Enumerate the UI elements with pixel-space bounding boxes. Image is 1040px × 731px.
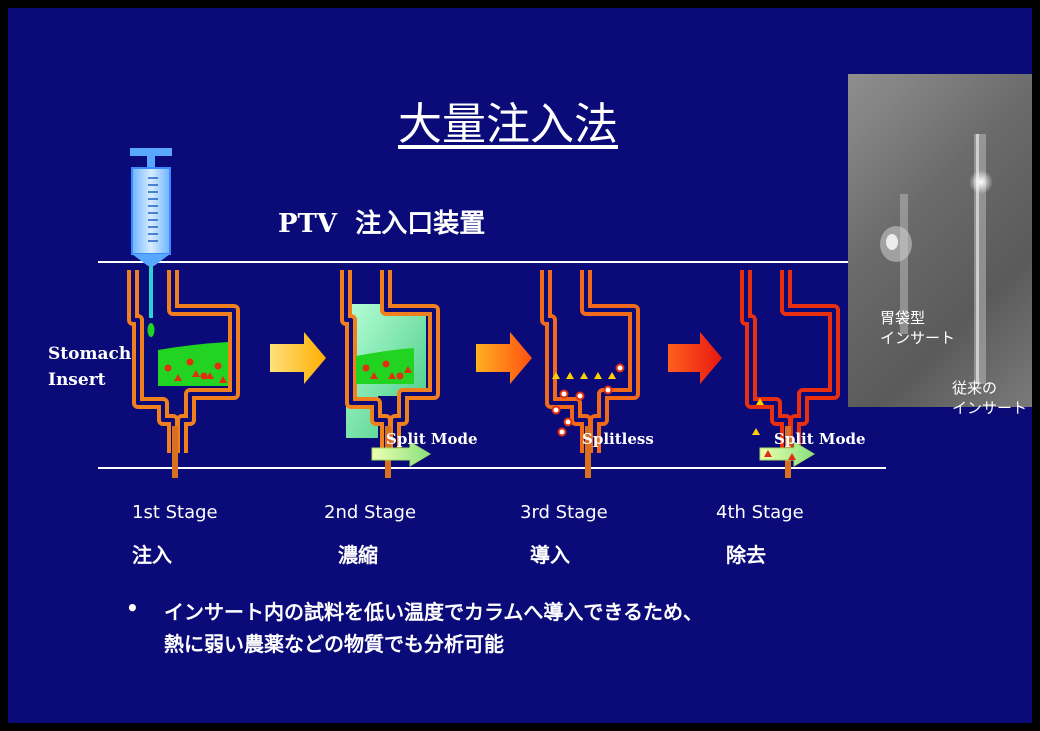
bullet-marker: • xyxy=(126,596,139,620)
stage-2-en: 2nd Stage xyxy=(324,502,417,523)
conventional-insert-label: 従来の インサート xyxy=(952,378,1027,418)
stage-arrow-2 xyxy=(476,332,532,384)
stomach-label-line-1: Stomach xyxy=(48,344,132,364)
stage-arrow-1 xyxy=(270,332,326,384)
photo-label-line-1: 胃袋型 xyxy=(880,309,926,327)
stage-1-en: 1st Stage xyxy=(132,502,218,523)
ptv-heading: PTV 注入口装置 xyxy=(278,203,485,240)
photo-label-line-2: インサート xyxy=(880,329,956,347)
insert-stage-2 xyxy=(340,270,440,453)
stage-2-jp: 濃縮 xyxy=(338,543,378,567)
insert-stage-3 xyxy=(540,270,640,453)
bullet-text-line-1: インサート内の試料を低い温度でカラムへ導入できるため、 xyxy=(164,600,703,624)
stage-3-mode: Splitless xyxy=(582,430,654,448)
photo-label-line-4: インサート xyxy=(952,399,1028,417)
insert-photo-graphics xyxy=(880,134,993,384)
stage-4-jp: 除去 xyxy=(726,543,766,567)
column-stubs xyxy=(172,426,791,478)
syringe xyxy=(130,148,172,337)
stage-1-jp: 注入 xyxy=(132,543,172,567)
stage-4-mode: Split Mode xyxy=(774,430,866,448)
stage-3-jp: 導入 xyxy=(530,543,570,567)
stage-arrow-3 xyxy=(668,332,722,384)
diagram-graphics xyxy=(98,148,886,478)
insert-photo xyxy=(848,74,1032,407)
stomach-insert-label: Stomach Insert xyxy=(48,341,131,393)
slide-title: 大量注入法 xyxy=(398,99,618,150)
bullet-text-line-2: 熱に弱い農薬などの物質でも分析可能 xyxy=(164,632,504,656)
ptv-label: PTV xyxy=(278,209,338,239)
stomach-label-line-2: Insert xyxy=(48,370,106,390)
split-flow-arrow-2 xyxy=(371,441,431,467)
slide: 大量注入法 PTV 注入口装置 Stomach Insert Split Mod… xyxy=(8,8,1032,723)
stomach-type-insert-label: 胃袋型 インサート xyxy=(880,308,955,348)
insert-stage-1 xyxy=(127,270,240,453)
ptv-subtitle-text: 注入口装置 xyxy=(355,209,486,239)
insert-stage-4 xyxy=(740,270,840,453)
split-flow-arrow-4 xyxy=(759,441,815,467)
stage-3-en: 3rd Stage xyxy=(520,502,608,523)
stage-2-mode: Split Mode xyxy=(386,430,478,448)
stage-4-en: 4th Stage xyxy=(716,502,804,523)
photo-label-line-3: 従来の xyxy=(952,379,998,397)
